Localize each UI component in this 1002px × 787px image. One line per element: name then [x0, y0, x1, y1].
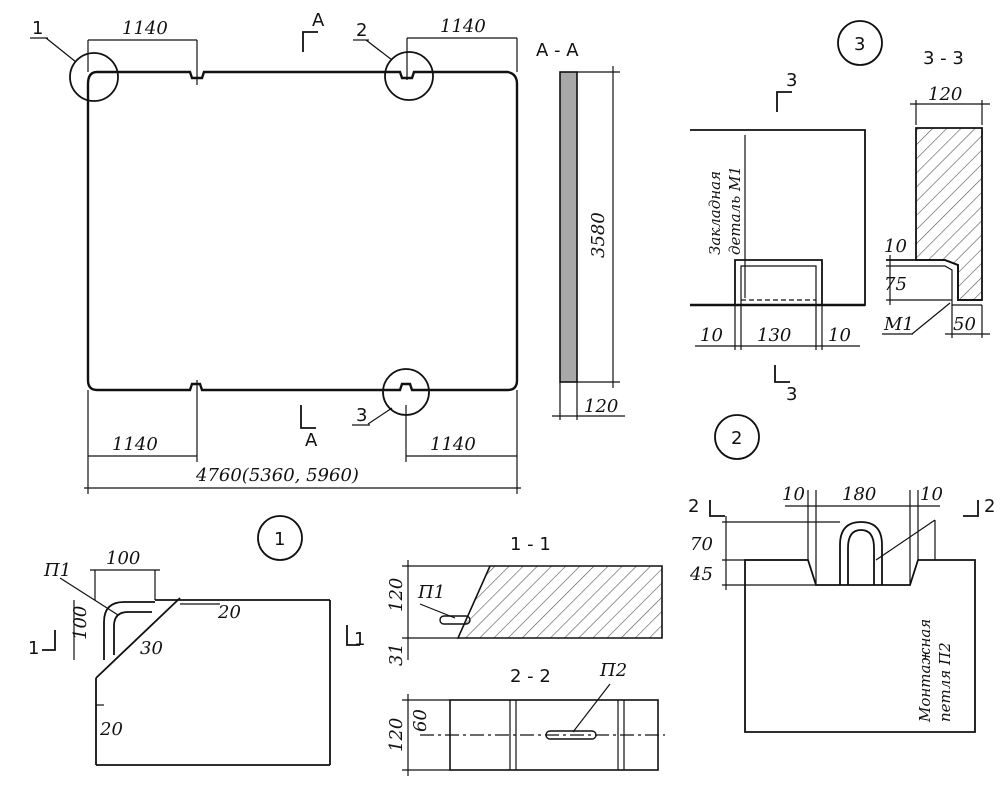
section-22-title: 2 - 2: [510, 666, 551, 687]
detail-1-chamfer: [95, 597, 181, 679]
detail-2: 2 10 180 10 70 45 2 2 Монтажная петля П2: [688, 414, 995, 733]
detail-1-number-circle: [257, 515, 303, 561]
callout-2-leader: [365, 39, 393, 61]
svg-text:3: 3: [786, 384, 797, 405]
section-33-slab: [915, 127, 983, 301]
section-11-title: 1 - 1: [510, 534, 551, 555]
section-33-dim-50: 50: [953, 314, 976, 335]
section-aa-thickness: 120: [584, 396, 618, 417]
detail-3-dim-right: 10: [828, 325, 851, 346]
section-11-dim-31: 31: [386, 643, 407, 666]
section-11-part: П1: [417, 582, 445, 603]
callout-1-leader: [45, 37, 77, 63]
detail-2-dim-70: 70: [690, 534, 713, 555]
svg-text:2: 2: [984, 496, 995, 517]
section-33-title: 3 - 3: [923, 48, 964, 69]
callout-2-label: 2: [356, 20, 367, 41]
detail-3-number-circle: [837, 20, 883, 66]
dim-bottom-left: 1140: [112, 434, 158, 455]
cut-a-top-mark: [302, 31, 318, 52]
detail-1-dim-20-a: 20: [217, 602, 241, 623]
detail-1-dim-30: 30: [140, 638, 163, 659]
anchor-p1-outer: [103, 601, 155, 660]
svg-text:1: 1: [354, 629, 365, 650]
detail-1-dim-20-b: 20: [99, 719, 123, 740]
callout-3-leader: [367, 407, 393, 425]
section-22-anchor: [545, 730, 597, 740]
dim-total: 4760(5360, 5960): [195, 465, 359, 486]
detail-3-dim-left: 10: [700, 325, 723, 346]
detail-1-dim-100-h: 100: [106, 548, 140, 569]
detail-1-dim-100-v: 100: [70, 606, 91, 640]
section-11: 1 - 1 120 31 П1: [386, 534, 663, 666]
m1-leader: [911, 302, 951, 335]
svg-text:3: 3: [786, 70, 797, 91]
detail-3-cut-bottom: [774, 365, 790, 383]
detail-2-dim-10-right: 10: [920, 484, 943, 505]
detail-2-cut-right: [963, 500, 979, 517]
anchor-p1-inner: [113, 611, 152, 655]
embedded-part-note-2: деталь М1: [726, 166, 744, 255]
detail-1-circle: [69, 52, 119, 102]
plan-view: 1 2 3 A A 1140 1140 1140 1140 4760(5360,…: [30, 10, 521, 494]
detail-2-dim-45: 45: [689, 564, 713, 585]
detail-1-cut-left: [42, 630, 56, 651]
embedded-part-note-1: Закладная: [706, 171, 724, 255]
detail-1-part: П1: [43, 560, 71, 581]
section-33: 3 - 3 120 10 75 50 М1: [882, 48, 990, 338]
detail-2-number: 2: [731, 428, 742, 449]
svg-text:1: 1: [28, 638, 39, 659]
cut-a-top-label: A: [312, 10, 325, 31]
detail-3: 3 3 3 Закладная деталь М1 10 130 10: [690, 20, 883, 405]
section-11-anchor: [439, 615, 471, 625]
cut-a-bottom-mark: [300, 405, 316, 429]
section-33-dim-75: 75: [884, 274, 907, 295]
callout-3-label: 3: [356, 405, 367, 426]
panel-outline: [86, 70, 519, 392]
section-aa-title: A - A: [536, 40, 579, 61]
section-33-part: М1: [883, 314, 914, 335]
cut-a-bottom-label: A: [305, 430, 318, 451]
section-11-dim-120: 120: [386, 578, 407, 612]
detail-1-cut-right: [346, 625, 360, 646]
detail-2-number-circle: [714, 414, 760, 460]
section-33-dim-10: 10: [884, 236, 907, 257]
section-22-dim-60: 60: [410, 709, 431, 732]
lifting-loop-outer: [839, 521, 883, 585]
lifting-loop-note-1: Монтажная: [916, 619, 934, 723]
detail-3-dim-mid: 130: [757, 325, 791, 346]
dim-bottom-right: 1140: [430, 434, 476, 455]
dim-top-left: 1140: [122, 18, 168, 39]
section-aa: A - A 3580 120: [536, 40, 625, 420]
detail-1: 1 100 100 П1 20 30 20 1 1: [28, 515, 365, 766]
section-22-dim-120: 120: [386, 718, 407, 752]
detail-3-cut-top: [776, 91, 792, 112]
lifting-loop-note-2: петля П2: [936, 642, 954, 722]
section-aa-height: 3580: [588, 212, 609, 258]
section-22: 2 - 2 П2 120 60: [386, 660, 665, 776]
lifting-loop-leader: [875, 519, 936, 561]
lifting-loop-inner: [847, 529, 875, 585]
embedded-plate-m1: [734, 259, 823, 305]
svg-text:2: 2: [688, 496, 699, 517]
section-aa-slab: [559, 71, 578, 383]
detail-2-dim-180: 180: [842, 484, 876, 505]
section-33-width: 120: [928, 84, 962, 105]
section-11-slab: [456, 565, 663, 639]
detail-2-dim-10-left: 10: [782, 484, 805, 505]
p1-leader: [59, 577, 119, 616]
detail-3-number: 3: [854, 34, 865, 55]
callout-1-label: 1: [32, 18, 43, 39]
detail-1-number: 1: [274, 529, 285, 550]
dim-top-right: 1140: [440, 16, 486, 37]
section-22-part: П2: [599, 660, 627, 681]
detail-2-circle: [384, 51, 434, 101]
detail-2-cut-left: [709, 500, 725, 517]
